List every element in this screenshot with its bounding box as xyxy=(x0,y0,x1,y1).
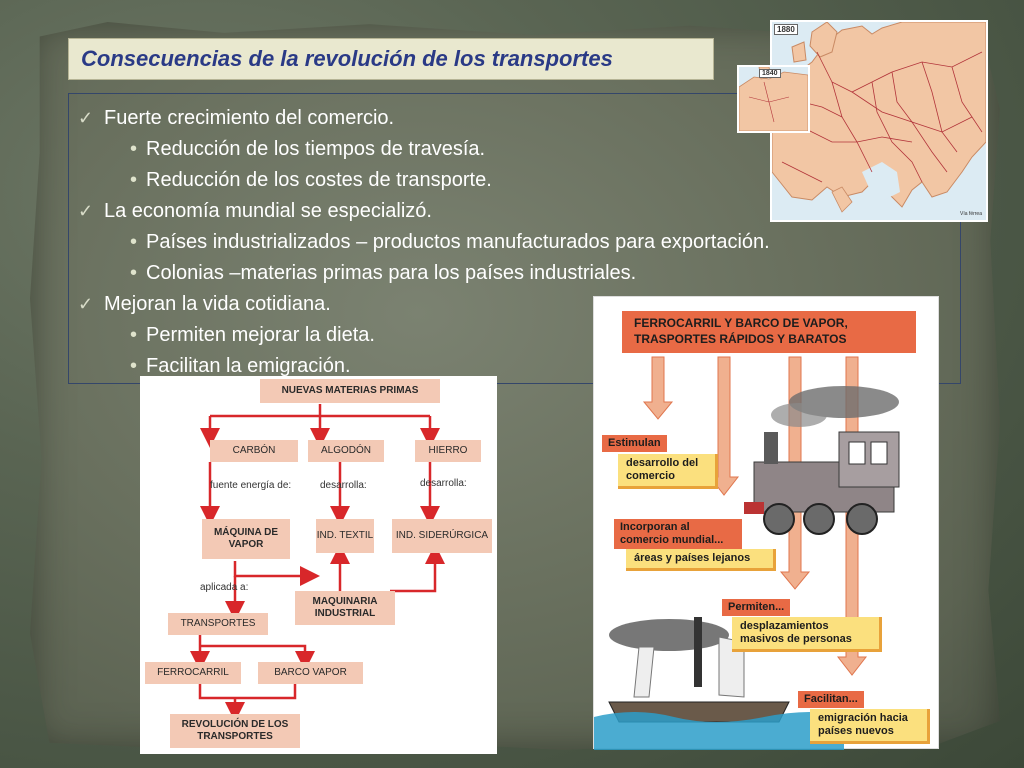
list-item: ✓Fuerte crecimiento del comercio. xyxy=(78,103,770,134)
flow-node-carbon: CARBÓN xyxy=(210,440,298,462)
note-tag-permiten: Permiten... xyxy=(722,599,791,616)
list-item: •Permiten mejorar la dieta. xyxy=(78,320,770,351)
banner-line: FERROCARRIL Y BARCO DE VAPOR, xyxy=(634,316,848,330)
title-box: Consecuencias de la revolución de los tr… xyxy=(68,38,714,80)
flow-node-materias: NUEVAS MATERIAS PRIMAS xyxy=(260,379,440,403)
bullet-icon: • xyxy=(130,324,138,346)
note-tag-incorporan: Incorporan al comercio mundial... xyxy=(614,519,742,549)
bullet-icon: • xyxy=(130,138,138,160)
note-body-emigracion: emigración hacia países nuevos xyxy=(810,709,930,744)
map-year-label: 1880 xyxy=(774,24,798,35)
map-legend: Vía férrea xyxy=(960,211,982,217)
check-icon: ✓ xyxy=(78,201,94,221)
flow-arrows xyxy=(190,404,445,722)
content-frame xyxy=(68,93,961,384)
slide-title: Consecuencias de la revolución de los tr… xyxy=(81,46,613,71)
railway-map-1840: 1840 xyxy=(737,65,810,133)
list-item: •Reducción de los costes de transporte. xyxy=(78,165,770,196)
flow-node-siderurgica: IND. SIDERÚRGICA xyxy=(392,519,492,553)
locomotive-drawing xyxy=(744,386,900,535)
transport-illustration: FERROCARRIL Y BARCO DE VAPOR, TRASPORTES… xyxy=(593,296,939,750)
flow-node-ferrocarril: FERROCARRIL xyxy=(145,662,241,684)
flow-label-aplicada: aplicada a: xyxy=(200,582,249,593)
list-item: •Facilitan la emigración. xyxy=(78,351,770,382)
bullet-icon: • xyxy=(130,262,138,284)
flow-label-fuente: fuente energía de: xyxy=(210,480,292,491)
railway-map-1880: 1880 Vía férrea xyxy=(770,20,988,222)
illustration-banner: FERROCARRIL Y BARCO DE VAPOR, TRASPORTES… xyxy=(622,311,916,353)
check-icon: ✓ xyxy=(78,108,94,128)
flow-node-revolucion: REVOLUCIÓN DE LOS TRANSPORTES xyxy=(170,714,300,748)
flow-node-barco: BARCO VAPOR xyxy=(258,662,363,684)
illustration-drawing xyxy=(594,356,900,750)
bullet-list: ✓Fuerte crecimiento del comercio. •Reduc… xyxy=(78,103,770,382)
flow-node-algodon: ALGODÓN xyxy=(308,440,384,462)
list-item: •Reducción de los tiempos de travesía. xyxy=(78,134,770,165)
flow-label-desarrolla: desarrolla: xyxy=(320,480,367,491)
flow-node-textil: IND. TEXTIL xyxy=(316,519,374,553)
flow-node-maquina: MÁQUINA DE VAPOR xyxy=(202,519,290,559)
note-body-areas: áreas y países lejanos xyxy=(626,549,776,571)
bullet-icon: • xyxy=(130,169,138,191)
banner-line: TRASPORTES RÁPIDOS Y BARATOS xyxy=(634,332,847,346)
list-item: •Colonias –materias primas para los país… xyxy=(78,258,770,289)
note-tag-estimulan: Estimulan xyxy=(602,435,667,452)
list-item: •Países industrializados – productos man… xyxy=(78,227,770,258)
flow-node-transportes: TRANSPORTES xyxy=(168,613,268,635)
flow-label-desarrolla: desarrolla: xyxy=(420,478,467,489)
note-body-comercio: desarrollo del comercio xyxy=(618,454,718,489)
inset-year-label: 1840 xyxy=(759,69,781,78)
check-icon: ✓ xyxy=(78,294,94,314)
steamship-drawing xyxy=(594,617,844,750)
bullet-icon: • xyxy=(130,355,138,377)
note-tag-facilitan: Facilitan... xyxy=(798,691,864,708)
bullet-icon: • xyxy=(130,231,138,253)
list-item: ✓Mejoran la vida cotidiana. xyxy=(78,289,770,320)
flow-node-hierro: HIERRO xyxy=(415,440,481,462)
list-item: ✓La economía mundial se especializó. xyxy=(78,196,770,227)
flow-node-maquinaria: MAQUINARIA INDUSTRIAL xyxy=(295,591,395,625)
map-drawing xyxy=(771,21,987,213)
flow-diagram: NUEVAS MATERIAS PRIMAS CARBÓN ALGODÓN HI… xyxy=(140,376,497,754)
note-body-desplazamientos: desplazamientos masivos de personas xyxy=(732,617,882,652)
